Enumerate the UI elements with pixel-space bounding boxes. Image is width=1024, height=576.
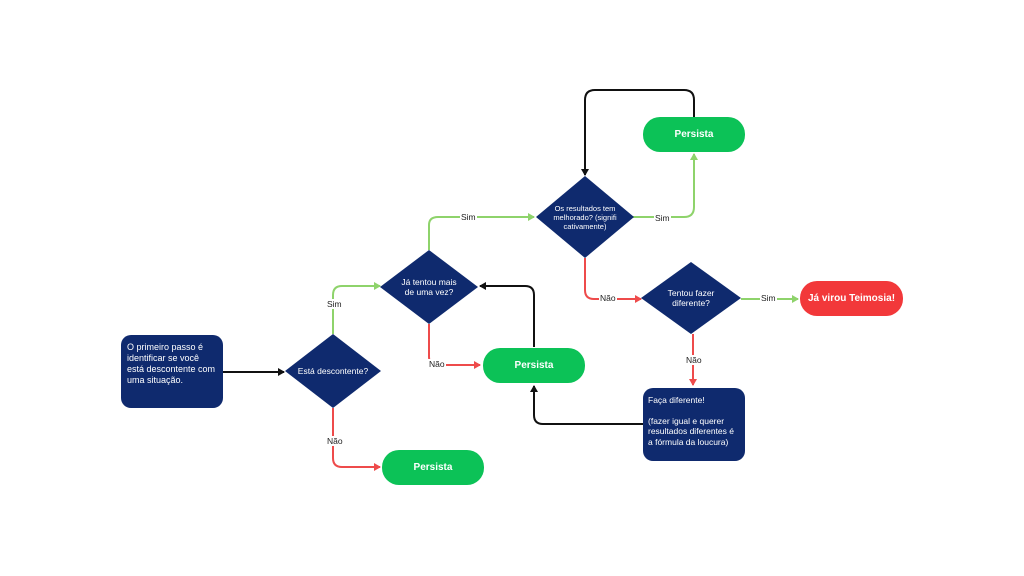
persist-top-label: Persista [674, 129, 714, 140]
persist-bottom-pill: Persista [382, 450, 484, 485]
persist-top-pill: Persista [643, 117, 745, 152]
label-tried-diff-no: Não [685, 355, 703, 365]
do-different-title: Faça diferente! [648, 395, 705, 405]
decision-tried-diff-text: Tentou fazer diferente? [667, 288, 715, 308]
label-improved-yes: Sim [654, 213, 671, 223]
label-improved-no: Não [599, 293, 617, 303]
edge-do-diff-loop [530, 385, 643, 425]
decision-unhappy-shape [285, 334, 381, 408]
persist-middle-label: Persista [514, 360, 554, 371]
persist-bottom-label: Persista [413, 462, 453, 473]
do-different-box: Faça diferente! (fazer igual e querer re… [643, 388, 745, 461]
stubborn-pill: Já virou Teimosia! [800, 281, 903, 316]
decision-tried-more-shape [380, 250, 478, 324]
edge-persist-middle-loop [479, 282, 535, 347]
decision-tried-diff-shape [641, 262, 741, 334]
decision-unhappy-text: Está descontente? [297, 366, 369, 376]
decision-tried-more-text: Já tentou mais de uma vez? [401, 277, 457, 297]
edge-improved-no [584, 258, 642, 303]
start-text: O primeiro passo é identificar se você e… [127, 342, 216, 385]
stubborn-label: Já virou Teimosia! [807, 293, 896, 304]
label-unhappy-no: Não [326, 436, 344, 446]
label-unhappy-yes: Sim [326, 299, 343, 309]
label-tried-more-no: Não [428, 359, 446, 369]
decision-improved-text: Os resultados tem melhorado? (significat… [553, 203, 617, 231]
edge-unhappy-yes [332, 282, 381, 334]
edge-tried-more-yes [428, 213, 535, 250]
label-tried-more-yes: Sim [460, 212, 477, 222]
start-box: O primeiro passo é identificar se você e… [121, 335, 223, 408]
edge-unhappy-no [332, 408, 381, 471]
do-different-body: (fazer igual e querer resultados diferen… [648, 415, 734, 447]
label-tried-diff-yes: Sim [760, 293, 777, 303]
edge-improved-yes [633, 153, 698, 218]
decision-improved-shape [536, 176, 634, 258]
persist-middle-pill: Persista [483, 348, 585, 383]
edge-persist-top-loop [581, 89, 695, 176]
